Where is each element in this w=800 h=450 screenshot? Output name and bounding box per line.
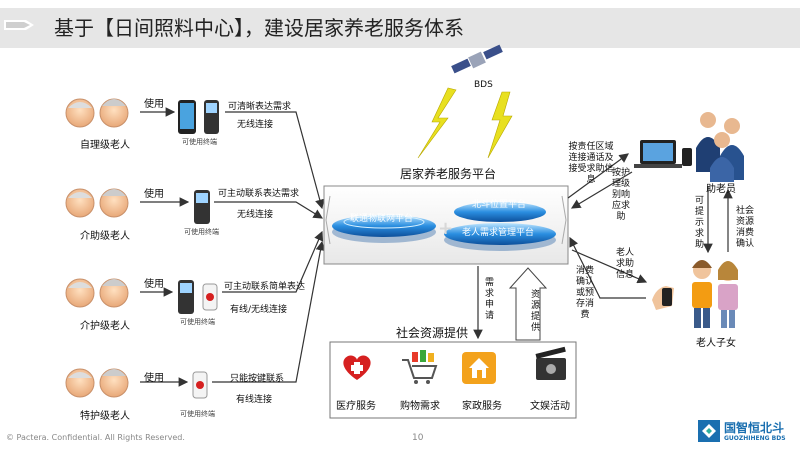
company-logo-icon: [698, 420, 720, 442]
logo-text-cn: 国智恒北斗: [724, 421, 785, 435]
elder-row-2: [65, 188, 324, 224]
need-label: 可主动联系表达需求: [218, 189, 300, 199]
family-info-label: 老人求助信息: [615, 248, 634, 280]
family-title: 老人子女: [696, 338, 736, 349]
connection-label: 有线连接: [236, 395, 273, 405]
request-label: 需求申请: [484, 278, 494, 321]
helper-dispatch-label: 按责任区域连接通话及接受求助信息: [568, 142, 614, 185]
use-label: 使用: [144, 279, 164, 290]
satellite-icon: [451, 44, 503, 74]
need-label: 可主动联系简单表达: [224, 282, 306, 292]
elder-row-1: [65, 98, 325, 210]
header-bar: [0, 8, 800, 48]
device-caption: 可使用终端: [180, 318, 215, 326]
iot-platform-label: 联通物联网平台: [350, 214, 414, 224]
entertainment-icon: [535, 346, 566, 380]
elder-row-4: [65, 240, 326, 399]
connection-label: 无线连接: [237, 120, 274, 130]
housekeeping-icon: [462, 352, 496, 384]
resource-provide-arrow: [508, 267, 548, 341]
device-caption: 可使用终端: [182, 138, 217, 146]
need-label: 只能按键联系: [230, 374, 285, 384]
satellite-label: BDS: [474, 80, 493, 90]
footer-copyright: © Pactera. Confidential. All Rights Rese…: [6, 433, 185, 442]
family-icon: [692, 260, 738, 328]
svg-text:+: +: [438, 218, 453, 239]
elder-label: 特护级老人: [80, 411, 130, 422]
resource-title: 社会资源提供: [396, 326, 469, 340]
elder-label: 自理级老人: [80, 140, 130, 151]
needs-platform-disc: [444, 223, 556, 245]
connection-label: 有线/无线连接: [230, 305, 288, 315]
elder-label: 介助级老人: [80, 231, 130, 242]
lightning-icon: [417, 87, 457, 159]
beidou-platform-disc: [454, 202, 546, 222]
header-arrow-icon: [4, 20, 34, 30]
helper-title: 助老员: [706, 184, 736, 195]
helper-response-label: 按护理级别响应求助: [611, 168, 630, 222]
use-label: 使用: [144, 99, 164, 110]
provide-label: 资源提供: [530, 290, 540, 333]
needs-platform-label: 老人需求管理平台: [462, 228, 535, 238]
laptop-icon: [634, 140, 682, 168]
device-caption: 可使用终端: [184, 228, 219, 236]
use-label: 使用: [144, 189, 164, 200]
helper-prompt-label: 可提示求助: [694, 196, 704, 250]
connection-label: 无线连接: [237, 210, 274, 220]
hand-phone-icon: [652, 286, 674, 310]
helper-consume-label: 社会资源消费确认: [735, 206, 754, 249]
lightning-icon: [487, 91, 513, 159]
service-label: 医疗服务: [336, 401, 376, 412]
tablet-icon: [682, 148, 692, 166]
need-label: 可清晰表达需求: [228, 102, 292, 112]
service-label: 家政服务: [462, 401, 502, 412]
iot-platform-disc: [332, 215, 436, 237]
elder-label: 介护级老人: [80, 321, 130, 332]
beidou-platform-label: 北斗位置平台: [472, 200, 527, 210]
platform-title: 居家养老服务平台: [400, 167, 497, 181]
page-number: 10: [412, 433, 424, 443]
family-confirm-label: 消费确认或预存消费: [575, 266, 594, 320]
service-label: 购物需求: [400, 401, 440, 412]
use-label: 使用: [144, 373, 164, 384]
service-label: 文娱活动: [530, 401, 570, 412]
shopping-cart-icon: [402, 350, 438, 384]
page-title: 基于【日间照料中心】，建设居家养老服务体系: [54, 16, 464, 40]
logo-text-en: GUOZHIHENG BDS: [724, 435, 786, 442]
elder-row-3: [65, 230, 324, 314]
device-caption: 可使用终端: [180, 410, 215, 418]
medical-service-icon: [342, 352, 372, 382]
helper-staff-icon: [696, 112, 744, 182]
